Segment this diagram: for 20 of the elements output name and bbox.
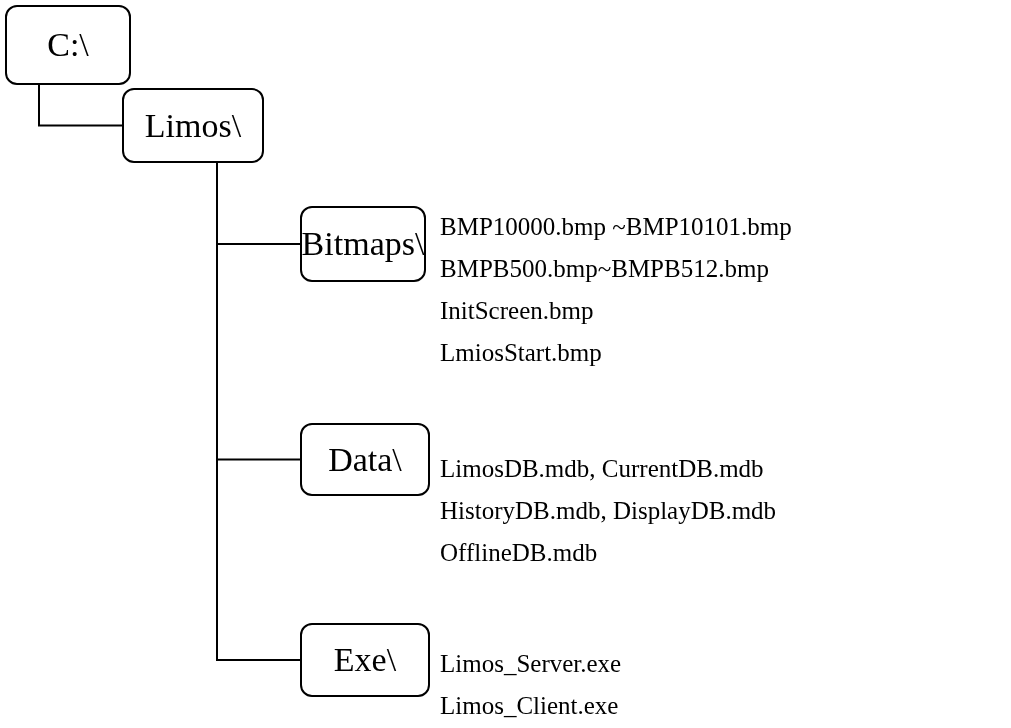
folder-name: C:\ — [47, 28, 89, 62]
file-name: Limos_Server.exe — [440, 649, 622, 679]
folder-box — [300, 423, 430, 496]
folder-box — [300, 623, 430, 697]
file-name: HistoryDB.mdb, DisplayDB.mdb — [440, 496, 777, 526]
folder-box — [5, 5, 131, 85]
file-name: LmiosStart.bmp — [440, 338, 603, 368]
folder-name: Exe\ — [333, 643, 397, 677]
file-name: Limos_Client.exe — [440, 691, 620, 721]
file-name: InitScreen.bmp — [440, 296, 595, 326]
folder-box — [300, 206, 426, 282]
folder-name: Limos\ — [144, 108, 242, 143]
connector-line — [38, 84, 123, 127]
file-name: OfflineDB.mdb — [440, 538, 599, 568]
folder-box — [122, 88, 264, 163]
folder-name: Bitmaps\ — [301, 227, 425, 261]
folder-name: Data\ — [328, 442, 402, 477]
file-name: BMPB500.bmp~BMPB512.bmp — [440, 254, 770, 284]
file-name: LimosDB.mdb, CurrentDB.mdb — [440, 454, 765, 484]
file-name: BMP10000.bmp ~BMP10101.bmp — [440, 212, 792, 242]
